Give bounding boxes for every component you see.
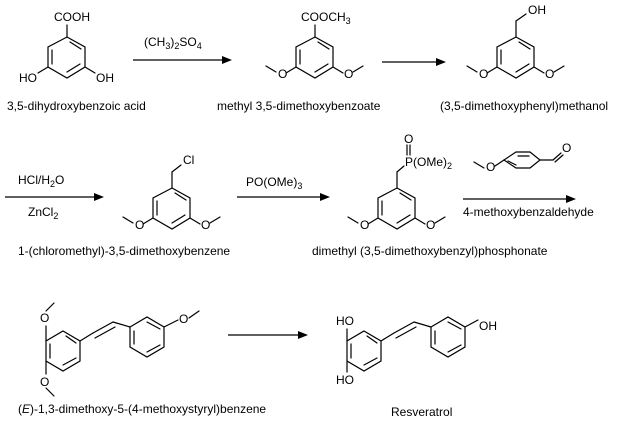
cl-label: Cl — [183, 153, 194, 167]
o-label: O — [278, 67, 287, 81]
compound-name: (3,5-dimethoxyphenyl)methanol — [440, 99, 608, 113]
ester-label: COOCH3 — [301, 10, 351, 26]
ho-label: HO — [336, 314, 354, 328]
o-label: O — [479, 67, 488, 81]
compound-name: methyl 3,5-dimethoxybenzoate — [217, 99, 381, 113]
reagent-hcl-water: HCl/H2O — [18, 173, 64, 189]
reaction-arrow-5: 4-methoxybenzaldehyde — [463, 195, 594, 219]
o-label: O — [201, 218, 210, 232]
compound-name: 3,5-dihydroxybenzoic acid — [7, 99, 146, 113]
o-label: O — [486, 160, 495, 174]
aldehyde-o-label: O — [562, 141, 571, 155]
molecule-trimethoxystilbene: O O O (E)-1,3-dimethoxy-5-(4-methoxystyr… — [18, 302, 266, 416]
oh-label: OH — [479, 319, 497, 333]
cooh-label: COOH — [54, 10, 90, 24]
reaction-arrow-4: PO(OMe)3 — [237, 175, 330, 201]
molecule-dihydroxybenzoic-acid: COOH HO OH 3,5-dihydroxybenzoic acid — [7, 10, 146, 113]
benzene-ring — [47, 36, 86, 79]
o-label: O — [360, 218, 369, 232]
o-label: O — [40, 311, 49, 325]
oh-label: OH — [528, 3, 546, 17]
o-label: O — [426, 218, 435, 232]
phosphonate-label: P(OMe)2 — [405, 155, 452, 171]
reagent-trimethyl-phosphite: PO(OMe)3 — [246, 175, 302, 191]
o-label: O — [135, 218, 144, 232]
molecule-benzyl-chloride: Cl O O 1-(chloromethyl)-3,5-dimethoxyben… — [18, 153, 230, 258]
reagent-dimethyl-sulfate: (CH3)2SO4 — [144, 35, 202, 51]
reaction-arrow-1: (CH3)2SO4 — [133, 35, 232, 64]
molecule-benzyl-alcohol: OH O O (3,5-dimethoxyphenyl)methanol — [440, 3, 608, 113]
o-label: O — [40, 375, 49, 389]
reaction-arrow-2 — [382, 58, 446, 66]
o-label: O — [344, 67, 353, 81]
o-label: O — [179, 312, 188, 326]
molecule-phosphonate: P(OMe)2 O O O dimethyl (3,5-dimethoxyben… — [312, 132, 548, 258]
reagent-label: 4-methoxybenzaldehyde — [463, 205, 594, 219]
compound-name: 1-(chloromethyl)-3,5-dimethoxybenzene — [18, 244, 230, 258]
reaction-arrow-6 — [228, 331, 308, 339]
ho-label: HO — [336, 373, 354, 387]
phosphoryl-o-label: O — [404, 132, 413, 146]
compound-name: (E)-1,3-dimethoxy-5-(4-methoxystyryl)ben… — [18, 402, 266, 416]
compound-name: dimethyl (3,5-dimethoxybenzyl)phosphonat… — [312, 244, 548, 258]
reagent-zncl2: ZnCl2 — [28, 205, 58, 221]
reagent-anisaldehyde: O O — [473, 141, 571, 174]
o-label: O — [545, 67, 554, 81]
reaction-arrow-3: HCl/H2O ZnCl2 — [5, 173, 104, 221]
ho-label: HO — [19, 71, 37, 85]
molecule-resveratrol: HO HO OH Resveratrol — [336, 314, 497, 419]
oh-label: OH — [96, 71, 114, 85]
compound-name: Resveratrol — [391, 405, 452, 419]
molecule-methyl-ester: COOCH3 O O methyl 3,5-dimethoxybenzoate — [217, 10, 381, 113]
